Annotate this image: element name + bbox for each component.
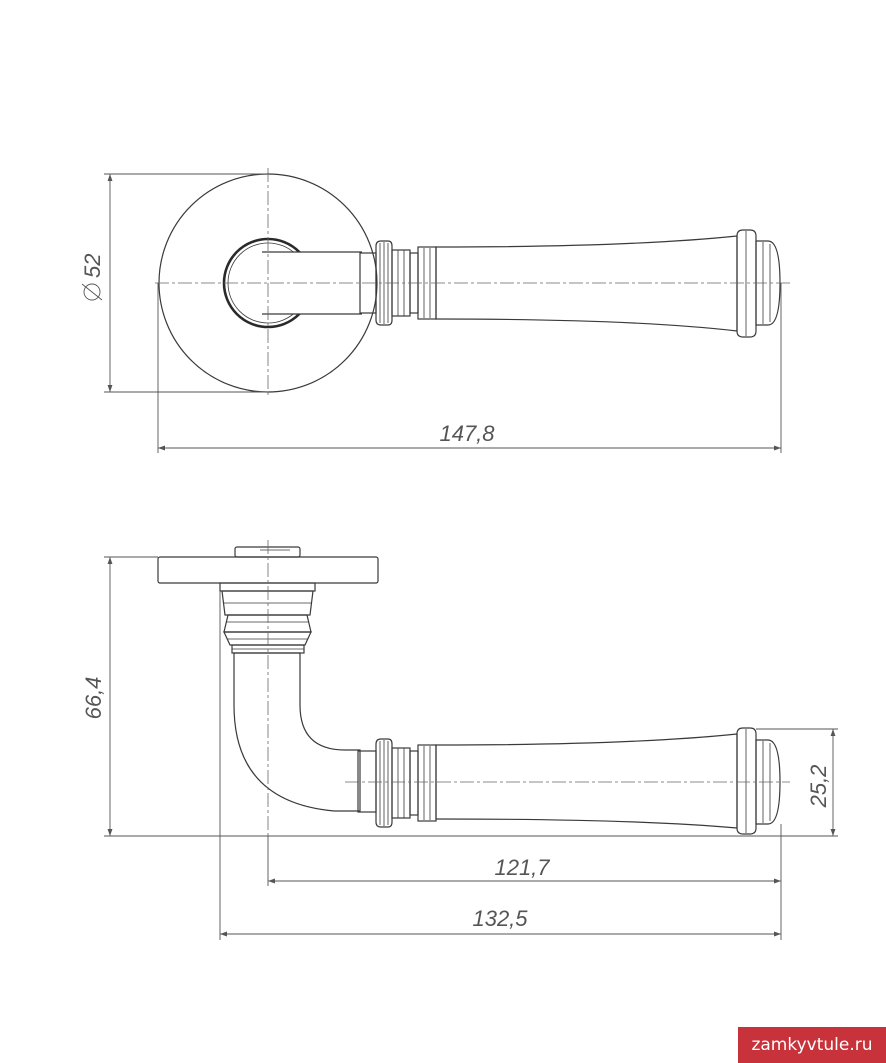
rose-diameter-value: 52 <box>80 254 105 278</box>
side-collar-rings <box>357 738 437 828</box>
overall-length-top-dimension: 147,8 <box>157 283 782 453</box>
vertical-neck <box>219 582 316 654</box>
lever-length-value: 121,7 <box>494 855 550 880</box>
lever-body <box>435 235 738 332</box>
side-lever-end-cap <box>736 727 781 835</box>
lever-end-cap <box>736 229 781 338</box>
height-dimension: 66,4 <box>81 556 838 837</box>
side-lever-body <box>435 733 738 829</box>
spindle-cap <box>234 546 301 558</box>
overall-length-top-value: 147,8 <box>439 421 495 446</box>
top-view: 52 147,8 <box>80 168 790 453</box>
overall-length-bottom-value: 132,5 <box>472 906 528 931</box>
overall-length-bottom-dimension: 132,5 <box>219 591 781 940</box>
site-watermark[interactable]: zamkyvtule.ru <box>738 1027 886 1063</box>
side-view: 66,4 25,2 121,7 132,5 <box>81 540 838 940</box>
bent-arm <box>233 652 361 812</box>
diameter-dimension: 52 <box>80 173 268 393</box>
lever-length-dimension: 121,7 <box>267 824 782 940</box>
handle-thickness-dimension: 25,2 <box>756 728 838 836</box>
height-value: 66,4 <box>81 677 106 720</box>
handle-thickness-value: 25,2 <box>806 765 831 809</box>
